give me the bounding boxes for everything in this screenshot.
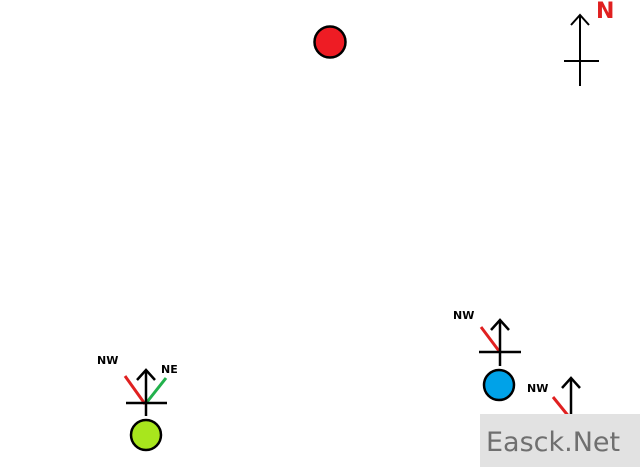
bottom-arrow-group: NW xyxy=(527,376,581,420)
green-nw-line xyxy=(123,375,147,405)
blue-arrow-head xyxy=(490,318,510,331)
bottom-arrow-head xyxy=(561,376,581,389)
green-ne-label: NE xyxy=(161,363,178,376)
watermark-text: Easck.Net xyxy=(486,427,620,458)
compass-arrow-head xyxy=(570,13,590,26)
green-marker-group: NW NE xyxy=(97,354,178,452)
red-marker xyxy=(313,25,347,59)
green-ne-line xyxy=(145,377,168,403)
watermark-box xyxy=(480,414,640,467)
blue-nw-line xyxy=(479,326,501,352)
watermark: Easck.Net xyxy=(480,414,640,467)
blue-nw-label: NW xyxy=(453,309,474,322)
compass: N xyxy=(564,0,614,86)
green-nw-label: NW xyxy=(97,354,118,367)
green-marker xyxy=(129,418,163,452)
blue-marker-group: NW xyxy=(453,309,521,402)
bottom-nw-label: NW xyxy=(527,382,548,395)
blue-marker xyxy=(482,368,516,402)
compass-north-label: N xyxy=(596,0,614,24)
green-arrow-head xyxy=(136,368,156,381)
